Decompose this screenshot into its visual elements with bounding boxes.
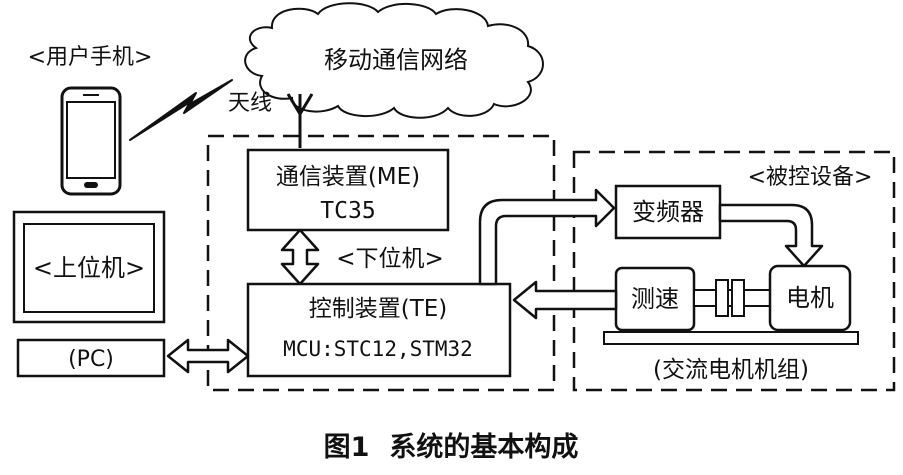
figure-title: 系统的基本构成 [389, 431, 578, 463]
inverter-label: 变频器 [632, 198, 704, 226]
speed-sensor-label: 测速 [631, 285, 679, 313]
motor-set-base [603, 331, 859, 345]
comm-device-box: 通信装置(ME) TC35 [246, 148, 450, 232]
controlled-equipment-label: <被控设备> [748, 165, 873, 190]
comm-device-title: 通信装置(ME) [276, 164, 420, 190]
pc-base-label: (PC) [68, 347, 114, 372]
comm-device-model: TC35 [320, 198, 375, 224]
control-to-inverter-arrow [478, 188, 616, 286]
inverter-box: 变频器 [614, 184, 722, 240]
speed-sensor-box: 测速 [614, 266, 696, 332]
pc-monitor-icon: <上位机> [12, 210, 166, 324]
control-device-title: 控制装置(TE) [309, 296, 448, 322]
control-device-models: MCU:STC12,STM32 [283, 337, 473, 361]
phone-label: <用户手机> [28, 45, 153, 70]
upper-machine-label: <上位机> [33, 254, 145, 282]
cloud-label: 移动通信网络 [324, 46, 468, 74]
antenna-label: 天线 [228, 91, 272, 116]
figure-number: 图1 [324, 432, 370, 463]
pc-base: (PC) [16, 338, 166, 378]
wireless-link-icon [129, 79, 233, 141]
controlled-equipment-boundary [572, 150, 896, 392]
phone-icon [60, 86, 122, 196]
pc-control-double-arrow [166, 338, 250, 374]
figure-caption: 图1 系统的基本构成 [324, 431, 579, 463]
shaft-coupling-icon [693, 279, 771, 317]
mobile-network-cloud: 移动通信网络 [244, 2, 544, 119]
motor-set-label: (交流电机机组) [653, 357, 809, 383]
motor-box: 电机 [768, 264, 852, 332]
lower-machine-label: <下位机> [336, 246, 444, 272]
motor-label: 电机 [786, 284, 834, 312]
comm-control-double-arrow [280, 228, 320, 286]
speed-to-control-arrow [512, 280, 618, 320]
antenna-icon [286, 93, 314, 148]
inverter-to-motor-arrow [718, 203, 824, 268]
control-device-box: 控制装置(TE) MCU:STC12,STM32 [246, 282, 512, 378]
